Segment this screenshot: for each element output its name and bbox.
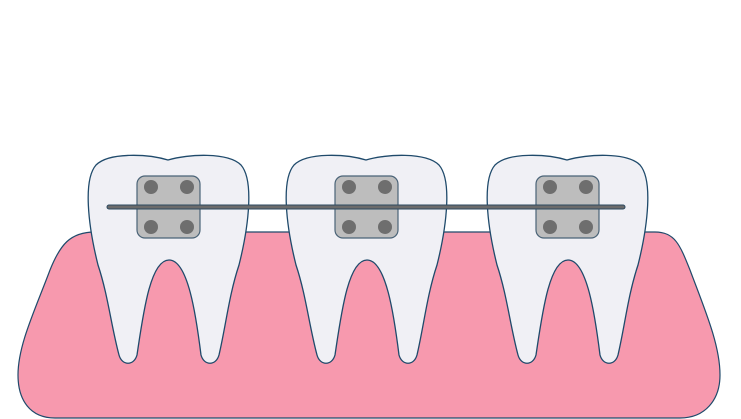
bracket-dot bbox=[579, 220, 593, 234]
bracket-dot bbox=[342, 220, 356, 234]
bracket-dot bbox=[144, 220, 158, 234]
bracket-dot bbox=[180, 220, 194, 234]
bracket-dot bbox=[543, 180, 557, 194]
bracket-dot bbox=[378, 180, 392, 194]
bracket-dot bbox=[144, 180, 158, 194]
bracket-dot bbox=[342, 180, 356, 194]
bracket-dot bbox=[543, 220, 557, 234]
bracket-dot bbox=[579, 180, 593, 194]
bracket-dot bbox=[378, 220, 392, 234]
bracket-dot bbox=[180, 180, 194, 194]
